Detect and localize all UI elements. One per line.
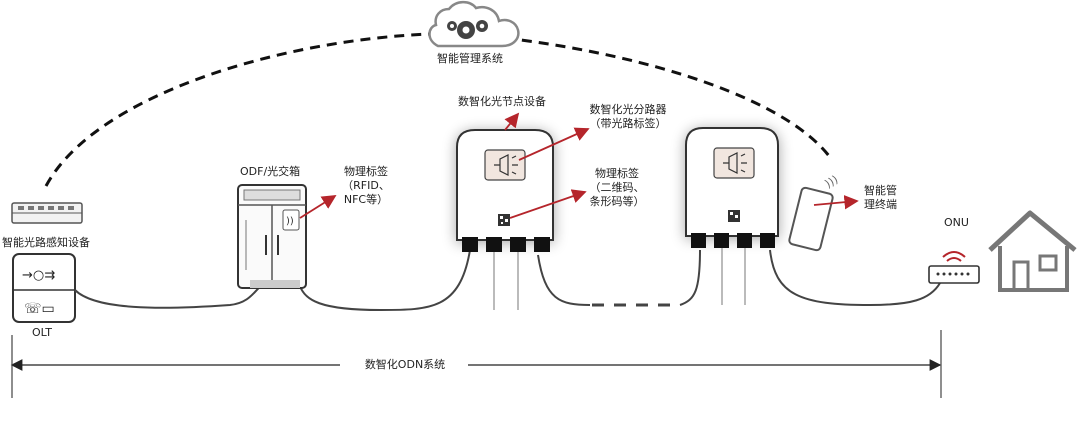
- fiber-cable: [74, 284, 263, 309]
- fiber-ports: [691, 233, 775, 305]
- terminal-line: 理终端: [864, 198, 897, 211]
- svg-text:☏▭: ☏▭: [24, 301, 55, 317]
- node-label-arrow: [504, 112, 520, 131]
- odn-system-label: 数智化ODN系统: [364, 358, 446, 371]
- rfid-arrow: [299, 195, 337, 219]
- fiber-cable: [679, 249, 701, 306]
- fiber-cable: [537, 254, 591, 306]
- odf-cabinet-icon: )): [237, 184, 307, 289]
- splitter-icon: [713, 147, 755, 179]
- terminal-line: 智能管: [864, 184, 897, 197]
- optical-node-device-2: [685, 127, 779, 237]
- management-system-label: 智能管理系统: [437, 52, 503, 65]
- physical-tag-line: 条形码等）: [589, 195, 645, 208]
- management-link-dashed: [504, 36, 834, 161]
- tablet-terminal-icon: ))): [788, 173, 841, 252]
- detector-label: 智能光路感知设备: [2, 236, 90, 249]
- odf-label: ODF/光交箱: [240, 165, 301, 178]
- olt-label: OLT: [32, 326, 52, 339]
- terminal-arrow: [813, 194, 859, 210]
- cloud-gear-icon: [428, 0, 520, 48]
- optical-node-device-1: [456, 129, 554, 241]
- management-link-dashed: [44, 32, 431, 187]
- terminal-label: 智能管 理终端: [864, 184, 897, 212]
- qr-code-icon: [498, 214, 510, 226]
- physical-tag-line: （RFID、: [342, 179, 390, 192]
- splitter-line: （带光路标签）: [589, 117, 667, 130]
- qr-code-icon: [728, 210, 740, 222]
- splitter-icon: [484, 149, 526, 181]
- splitter-arrow: [518, 127, 590, 161]
- house-icon: [988, 210, 1077, 292]
- physical-tag-line: 物理标签: [344, 165, 388, 178]
- physical-tag-line: 物理标签: [595, 167, 639, 180]
- physical-tag-label: 物理标签 （二维码、 条形码等）: [572, 167, 662, 209]
- onu-label: ONU: [944, 216, 969, 229]
- physical-tag-line: （二维码、: [589, 181, 645, 194]
- physical-tag-line: NFC等）: [343, 193, 389, 206]
- svg-text:)): )): [286, 216, 294, 227]
- fiber-ports: [462, 237, 550, 310]
- physical-tag-label: 物理标签 （RFID、 NFC等）: [326, 165, 406, 207]
- optical-detector-icon: [11, 202, 83, 224]
- qr-arrow: [509, 189, 587, 219]
- fiber-cable: [299, 249, 471, 312]
- splitter-label: 数智化光分路器 （带光路标签）: [578, 103, 678, 131]
- node-device-label: 数智化光节点设备: [458, 95, 546, 108]
- olt-icon: →○⇉ ☏▭: [12, 253, 76, 323]
- fiber-cable: [769, 249, 941, 307]
- svg-text:))): ))): [823, 173, 841, 191]
- splitter-line: 数智化光分路器: [589, 103, 667, 116]
- onu-router-icon: [928, 251, 980, 284]
- svg-text:→○⇉: →○⇉: [22, 268, 55, 283]
